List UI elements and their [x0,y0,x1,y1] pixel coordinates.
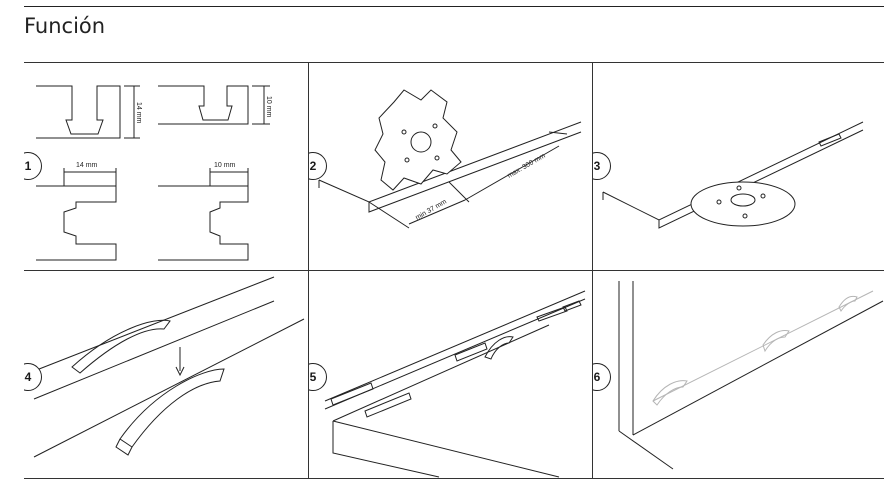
step-4-panel: 4 [24,271,308,478]
insert-connector-illustration [33,276,305,458]
grid-line-top [24,62,884,64]
step-3-panel: 3 [593,62,884,270]
grid-line-col1 [308,62,310,479]
cutter-dimension-illustration [318,89,582,229]
grid-line-bottom [24,478,884,480]
groove-profile-illustration [36,85,270,261]
step-6-panel: 6 [593,271,884,478]
function-grid: 14 mm 10 mm 14 mm 10 mm 1 min [24,62,884,480]
assembled-illustration [618,281,884,470]
page-title: Función [24,14,106,38]
cutter-slot-illustration [602,121,864,229]
grid-line-col2 [592,62,594,479]
step-5-panel: 5 [309,271,592,478]
step-1-panel: 14 mm 10 mm 14 mm 10 mm 1 [24,62,308,270]
join-panels-illustration [324,290,586,478]
top-rule [24,6,884,7]
step-2-panel: min 37 mm max. 300 mm 2 [309,62,592,270]
grid-line-middle [24,270,884,272]
